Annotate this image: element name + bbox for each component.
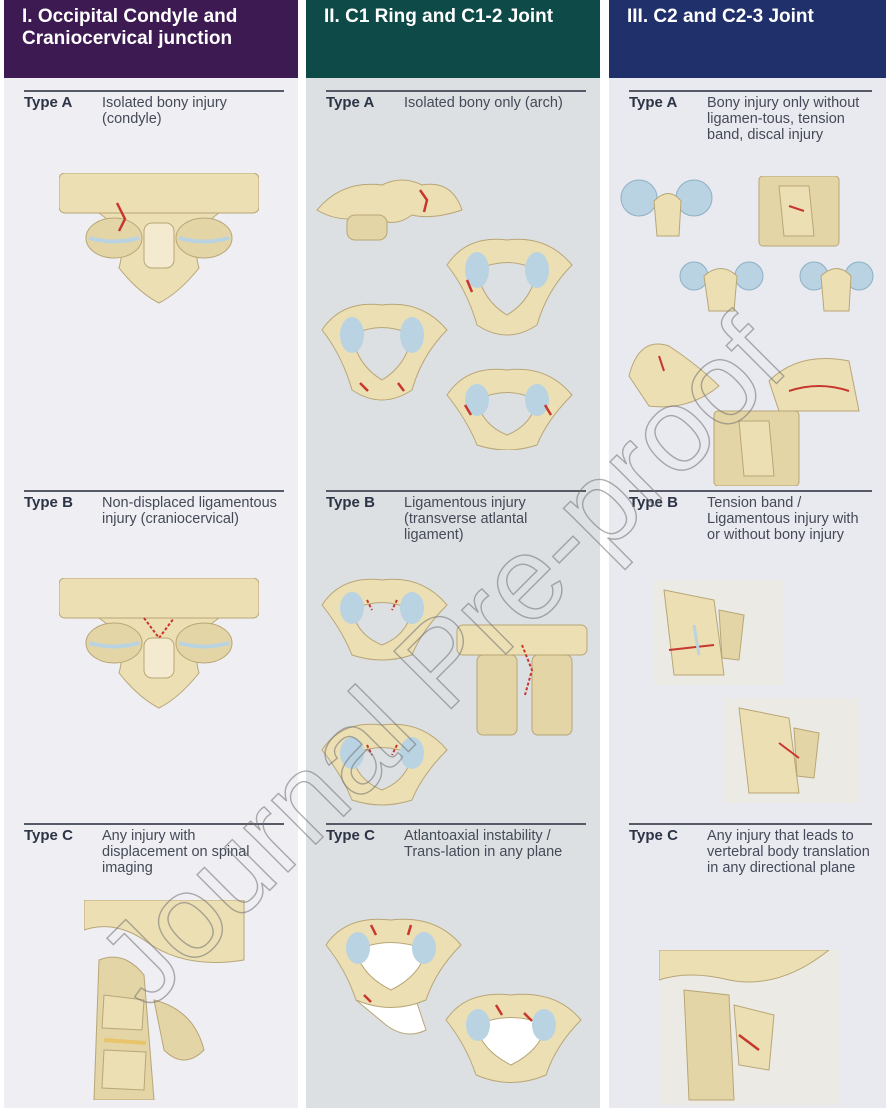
- column-title: III. C2 and C2-3 Joint: [627, 6, 814, 27]
- c1-ring-right: [447, 239, 572, 335]
- c2-top-view-mid: [680, 262, 763, 311]
- type-label: Type B: [629, 495, 707, 543]
- section-divider: [326, 90, 586, 92]
- type-description: Non-displaced ligamentous injury (cranio…: [102, 495, 284, 527]
- c2-c3-lateral-bottom: [724, 698, 859, 803]
- c2-bony-injury-illustrations: [619, 176, 879, 486]
- section-divider: [24, 90, 284, 92]
- c1-ring-translated-top: [326, 919, 461, 1034]
- section-divider: [326, 823, 586, 825]
- type-label: Type C: [629, 828, 707, 876]
- c2-top-view: [621, 180, 712, 236]
- type-description: Isolated bony injury (condyle): [102, 95, 284, 127]
- column-title: II. C1 Ring and C1-2 Joint: [324, 6, 553, 27]
- c1-ring-left: [322, 304, 447, 400]
- atlantoaxial-instability-illustrations: [316, 910, 596, 1105]
- type-label: Type B: [24, 495, 102, 527]
- column-title: I. Occipital Condyle and Craniocervical …: [22, 6, 237, 49]
- section-divider: [629, 90, 872, 92]
- type-label: Type A: [326, 95, 404, 111]
- c1-c2-lateral: [457, 625, 587, 735]
- type-label: Type B: [326, 495, 404, 543]
- tension-band-illustrations: [654, 580, 864, 805]
- c2-lateral-top: [759, 176, 839, 246]
- c1-vertebra-top: [317, 180, 462, 240]
- type-description: Any injury that leads to vertebral body …: [707, 828, 872, 876]
- type-description: Isolated bony only (arch): [404, 95, 586, 111]
- column-occipital-condyle: I. Occipital Condyle and Craniocervical …: [4, 0, 298, 1108]
- c2-lateral-mid: [629, 344, 719, 407]
- transverse-ligament-illustrations: [312, 570, 596, 810]
- type-label: Type C: [24, 828, 102, 876]
- type-description: Atlantoaxial instability / Trans-lation …: [404, 828, 586, 860]
- type-description: Tension band / Ligamentous injury with o…: [707, 495, 872, 543]
- type-description: Bony injury only without ligamen-tous, t…: [707, 95, 872, 143]
- c2-lateral-bottom: [714, 411, 799, 486]
- column-header: III. C2 and C2-3 Joint: [609, 0, 886, 78]
- type-label: Type A: [24, 95, 102, 127]
- type-label: Type C: [326, 828, 404, 860]
- condyle-fracture-illustration: [59, 173, 259, 308]
- column-header: II. C1 Ring and C1-2 Joint: [306, 0, 600, 78]
- c1-arch-fracture-illustrations: [312, 170, 596, 450]
- vertebral-translation-illustration: [659, 950, 839, 1105]
- section-divider: [24, 823, 284, 825]
- type-description: Ligamentous injury (transverse atlantal …: [404, 495, 586, 543]
- c2-lateral-right: [769, 359, 859, 412]
- displacement-illustration: [84, 900, 249, 1100]
- c2-c3-lateral-top: [654, 580, 784, 685]
- c1-ring-ligament-bottom: [322, 724, 447, 805]
- c2-top-view-right: [800, 262, 873, 311]
- section-divider: [24, 490, 284, 492]
- c1-ring-ligament-top: [322, 579, 447, 660]
- section-divider: [629, 823, 872, 825]
- c1-ring-bottom: [447, 369, 572, 450]
- c1-ring-translated-bottom: [446, 994, 581, 1082]
- craniocervical-ligament-illustration: [59, 578, 259, 713]
- section-divider: [326, 490, 586, 492]
- column-header: I. Occipital Condyle and Craniocervical …: [4, 0, 298, 78]
- type-label: Type A: [629, 95, 707, 143]
- type-description: Any injury with displacement on spinal i…: [102, 828, 284, 876]
- section-divider: [629, 490, 872, 492]
